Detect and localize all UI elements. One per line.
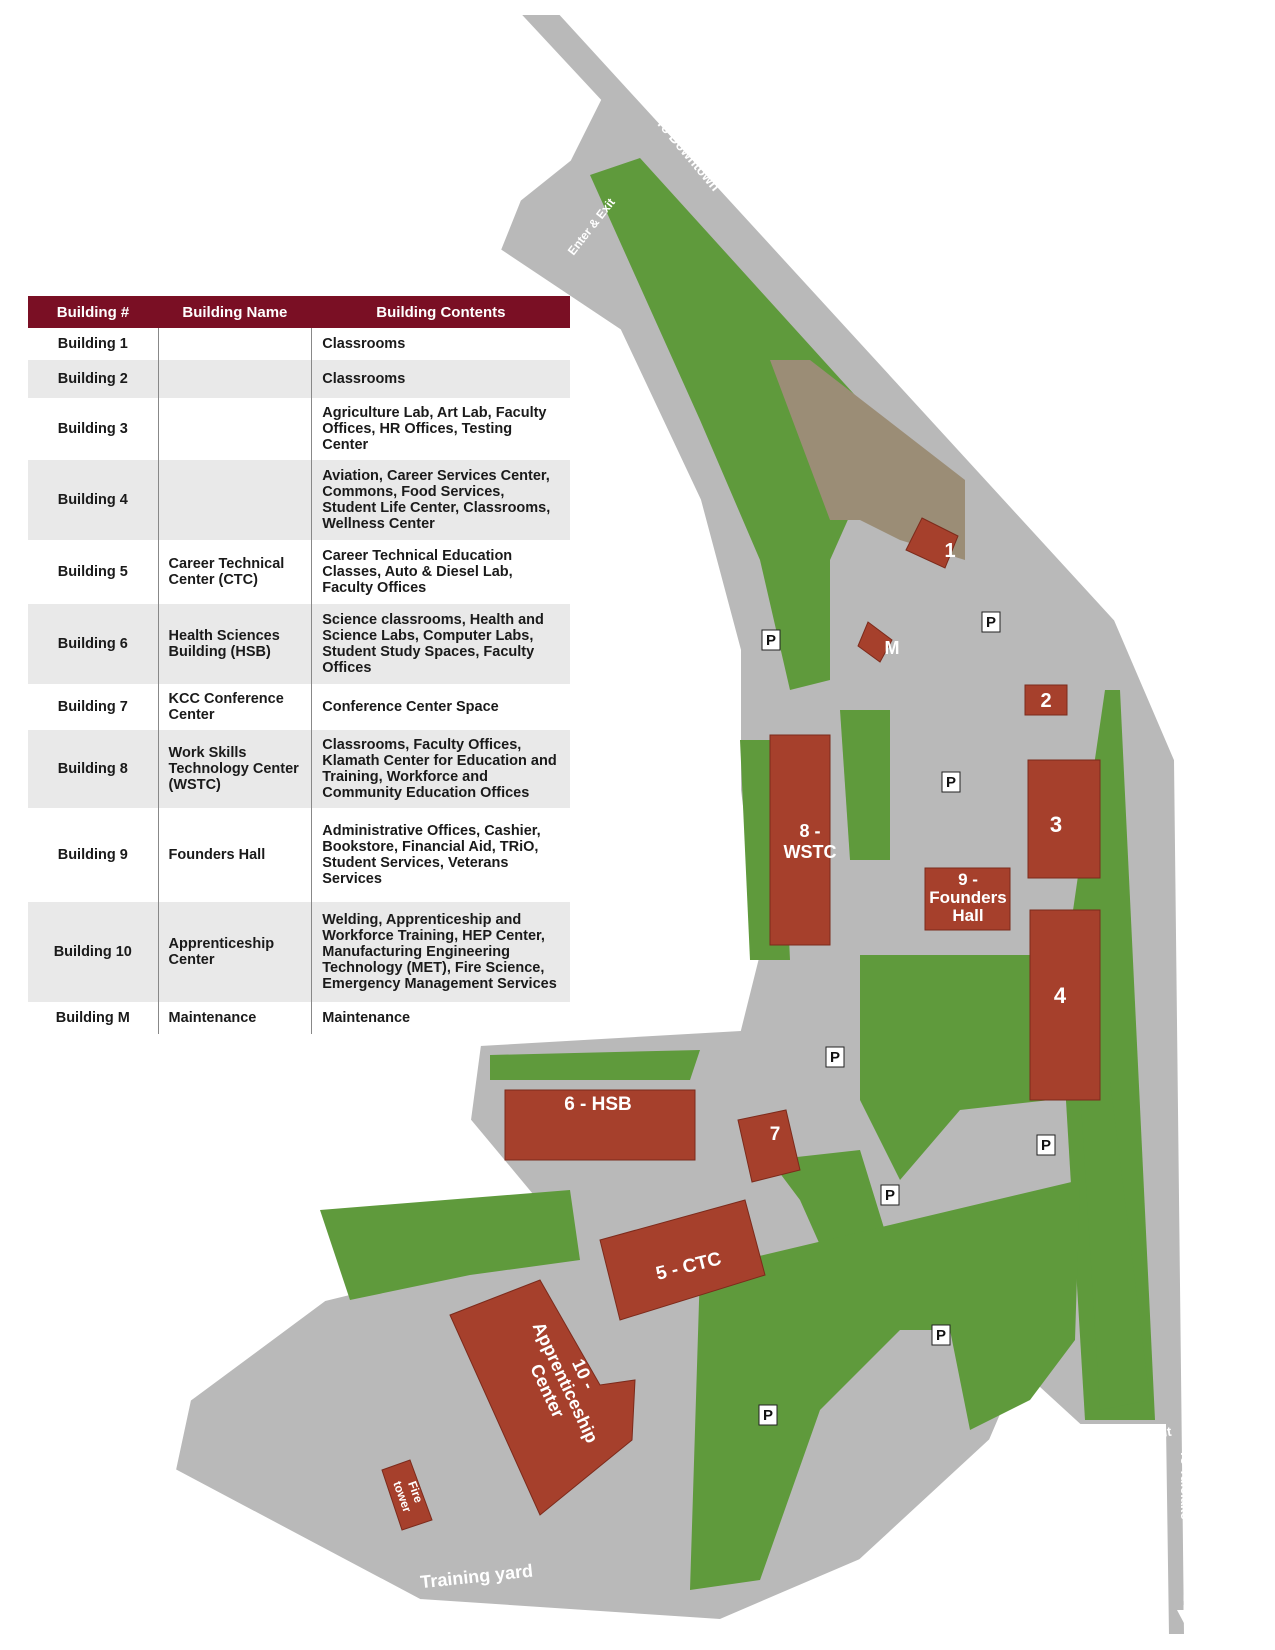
parking-marker[interactable]: P: [931, 1324, 951, 1346]
legend-building-contents: Classrooms: [311, 360, 570, 398]
legend-building-name: Apprenticeship Center: [158, 902, 313, 1002]
to-tulelake-label: To Tulelake: [1178, 1450, 1193, 1520]
building-9-label-line1[interactable]: 9 -: [958, 870, 978, 889]
parking-marker[interactable]: P: [761, 629, 781, 651]
building-6-shape: [504, 1089, 696, 1161]
legend-building-name: [158, 360, 313, 398]
building-m-shape: [857, 621, 893, 663]
svg-text:P: P: [763, 1407, 773, 1424]
svg-text:P: P: [830, 1049, 840, 1066]
parking-marker[interactable]: P: [1036, 1134, 1056, 1156]
legend-row: Building 2 Classrooms: [28, 360, 570, 398]
legend-row: Building 6 Health Sciences Building (HSB…: [28, 604, 570, 684]
legend-header-contents: Building Contents: [311, 296, 570, 328]
building-4-shape: [1029, 909, 1101, 1101]
building-legend-table: Building # Building Name Building Conten…: [28, 296, 570, 1034]
legend-building-contents: Career Technical Education Classes, Auto…: [322, 548, 513, 596]
legend-building-number: Building 9: [28, 808, 159, 902]
legend-header-row: Building # Building Name Building Conten…: [28, 296, 570, 328]
legend-row: Building 4 Aviation, Career Services Cen…: [28, 460, 570, 540]
legend-row: Building 8 Work Skills Technology Center…: [28, 730, 570, 808]
to-tulelake-arrowhead: [1177, 1610, 1193, 1625]
building-2-label[interactable]: 2: [1040, 690, 1051, 712]
legend-row: Building M Maintenance Maintenance: [28, 1002, 570, 1034]
legend-building-contents: Agriculture Lab, Art Lab, Faculty Office…: [322, 405, 547, 453]
legend-building-name: [158, 328, 313, 360]
legend-building-number: Building 4: [28, 460, 159, 540]
legend-header-name: Building Name: [158, 296, 312, 328]
building-6-label[interactable]: 6 - HSB: [564, 1094, 632, 1115]
legend-building-name: Founders Hall: [158, 808, 313, 902]
legend-building-name: Maintenance: [158, 1002, 313, 1034]
legend-row: Building 7 KCC Conference Center Confere…: [28, 684, 570, 730]
legend-building-number: Building 8: [28, 730, 159, 808]
building-5-shape: [599, 1199, 766, 1321]
building-1-label[interactable]: 1: [944, 540, 955, 562]
legend-row: Building 3 Agriculture Lab, Art Lab, Fac…: [28, 398, 570, 460]
building-7-label[interactable]: 7: [770, 1124, 781, 1145]
legend-building-name: KCC Conference Center: [158, 684, 313, 730]
building-8-label-line2[interactable]: WSTC: [784, 842, 837, 862]
parking-marker[interactable]: P: [758, 1404, 778, 1426]
parking-marker[interactable]: P: [825, 1046, 845, 1068]
building-3-label[interactable]: 3: [1050, 812, 1062, 837]
svg-text:P: P: [766, 632, 776, 649]
to-downtown-arrowhead: [620, 70, 638, 84]
legend-building-contents: Conference Center Space: [322, 699, 499, 715]
building-9-label-line3[interactable]: Hall: [952, 906, 983, 925]
legend-building-contents: Aviation, Career Services Center, Common…: [311, 460, 570, 540]
legend-header-number: Building #: [28, 296, 159, 328]
parking-marker[interactable]: P: [981, 611, 1001, 633]
legend-building-contents: Classrooms: [322, 336, 406, 352]
building-10-shape: [449, 1279, 636, 1516]
building-8-shape: [769, 734, 831, 946]
to-downtown-arrow: [626, 73, 686, 122]
enter-exit-bottom-label: Enter & Exit: [1097, 1424, 1173, 1449]
legend-row: Building 5 Career Technical Center (CTC)…: [28, 540, 570, 604]
svg-text:P: P: [946, 774, 956, 791]
svg-text:P: P: [936, 1327, 946, 1344]
legend-building-number: Building 10: [28, 902, 159, 1002]
building-7-shape: [737, 1109, 801, 1183]
building-4-label[interactable]: 4: [1054, 983, 1067, 1008]
legend-building-name: Career Technical Center (CTC): [158, 540, 313, 604]
buildings: [381, 517, 1101, 1531]
legend-building-contents: Maintenance: [322, 1010, 411, 1026]
parking-marker[interactable]: P: [941, 771, 961, 793]
legend-building-number: Building 5: [28, 540, 159, 604]
legend-building-number: Building 1: [28, 328, 159, 360]
legend-building-name: [158, 460, 313, 540]
parking-marker[interactable]: P: [880, 1184, 900, 1206]
building-1-shape: [905, 517, 959, 569]
legend-row: Building 10 Apprenticeship Center Weldin…: [28, 902, 570, 1002]
building-8-label-line1[interactable]: 8 -: [799, 821, 820, 841]
legend-building-name: Work Skills Technology Center (WSTC): [158, 730, 313, 808]
legend-building-number: Building 3: [28, 398, 159, 460]
legend-building-contents: Welding, Apprenticeship and Workforce Tr…: [311, 902, 570, 1002]
fire-tower-shape: [381, 1459, 433, 1531]
parking-markers: P P P P P P P P: [758, 611, 1056, 1426]
legend-row: Building 1 Classrooms: [28, 328, 570, 360]
svg-text:P: P: [986, 614, 996, 631]
legend-building-contents: Science classrooms, Health and Science L…: [311, 604, 570, 684]
svg-text:P: P: [1041, 1137, 1051, 1154]
building-9-shape: [924, 867, 1011, 931]
legend-building-contents: Administrative Offices, Cashier, Booksto…: [322, 823, 541, 887]
legend-building-number: Building 6: [28, 604, 159, 684]
building-m-label[interactable]: M: [885, 638, 900, 658]
legend-building-name: [158, 398, 313, 460]
legend-building-number: Building 7: [28, 684, 159, 730]
legend-building-name: Health Sciences Building (HSB): [158, 604, 313, 684]
building-3-shape: [1027, 759, 1101, 879]
legend-building-number: Building 2: [28, 360, 159, 398]
legend-building-number: Building M: [28, 1002, 159, 1034]
building-2-shape: [1024, 684, 1068, 716]
building-9-label-line2[interactable]: Founders: [929, 888, 1006, 907]
legend-row: Building 9 Founders Hall Administrative …: [28, 808, 570, 902]
svg-text:P: P: [885, 1187, 895, 1204]
legend-building-contents: Classrooms, Faculty Offices, Klamath Cen…: [311, 730, 570, 808]
